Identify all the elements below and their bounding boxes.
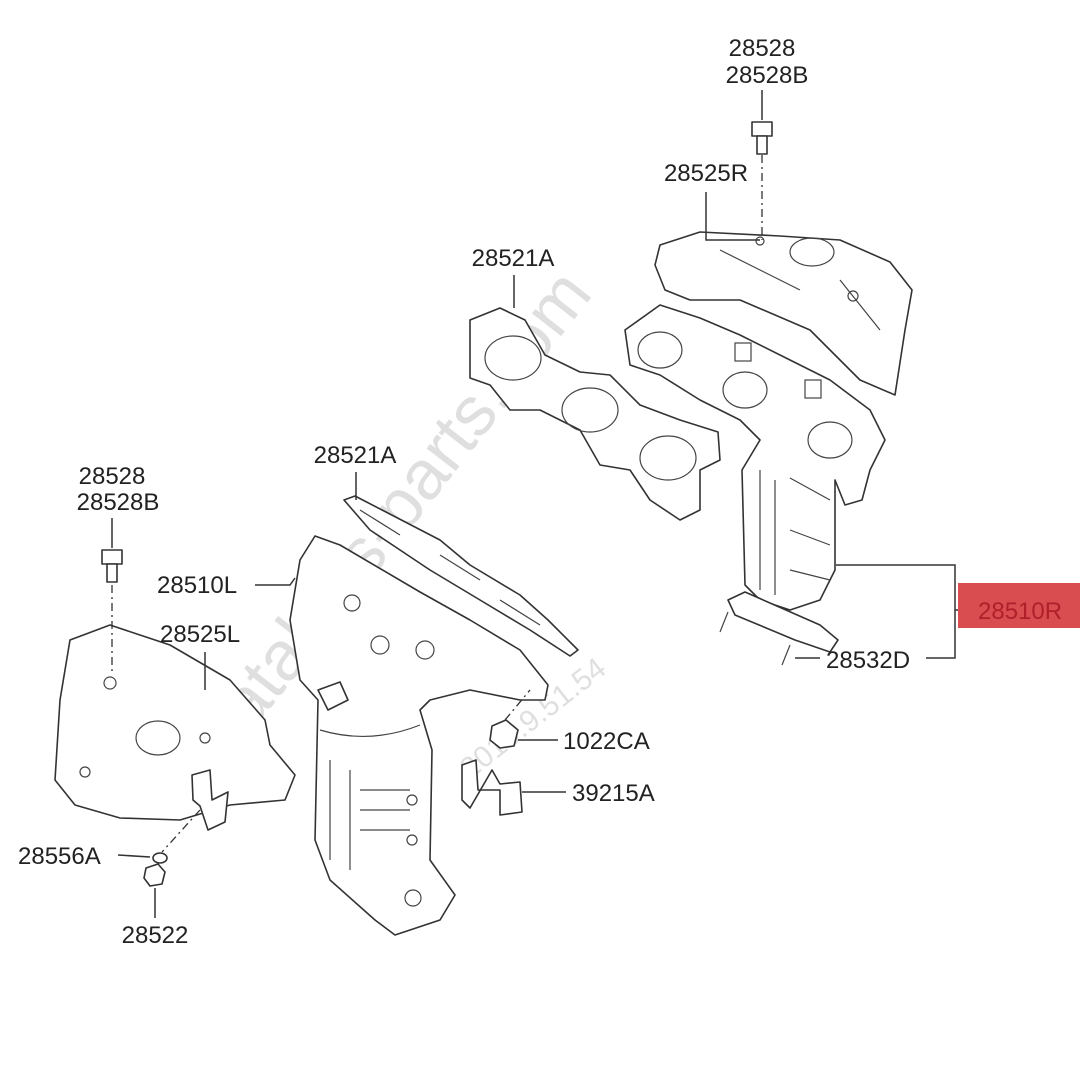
label-28510r-highlighted[interactable]: 28510R [978,598,1062,625]
manifold-right[interactable] [624,304,886,666]
heat-shield-right[interactable] [654,231,913,396]
label-28532d[interactable]: 28532D [826,647,910,674]
label-28528b-right[interactable]: 28528B [726,62,809,89]
bracket-39215a[interactable] [461,759,523,816]
nut-28522[interactable] [143,863,166,887]
label-28528b-left[interactable]: 28528B [77,489,160,516]
label-28510l[interactable]: 28510L [157,572,237,599]
label-28521a-left[interactable]: 28521A [314,442,397,469]
gasket-right[interactable] [469,307,721,521]
label-28522[interactable]: 28522 [122,922,189,949]
washer-28556a[interactable] [152,852,168,864]
heat-shield-left[interactable] [54,624,296,821]
label-28556a[interactable]: 28556A [18,843,101,870]
leader-lines [111,90,975,918]
bracket-shield-left[interactable] [161,769,229,853]
label-28528-left[interactable]: 28528 [79,463,146,490]
highlight-box [958,583,1080,628]
bolt-left[interactable] [101,549,123,675]
nut-1022ca[interactable] [489,689,531,749]
bolt-right[interactable] [751,121,773,240]
label-1022ca[interactable]: 1022CA [563,728,650,755]
label-28525r[interactable]: 28525R [664,160,748,187]
label-28521a-right[interactable]: 28521A [472,245,555,272]
manifold-left[interactable] [289,535,549,936]
label-39215a[interactable]: 39215A [572,780,655,807]
label-28528-right[interactable]: 28528 [729,35,796,62]
label-28525l[interactable]: 28525L [160,621,240,648]
gasket-left[interactable] [343,495,579,657]
